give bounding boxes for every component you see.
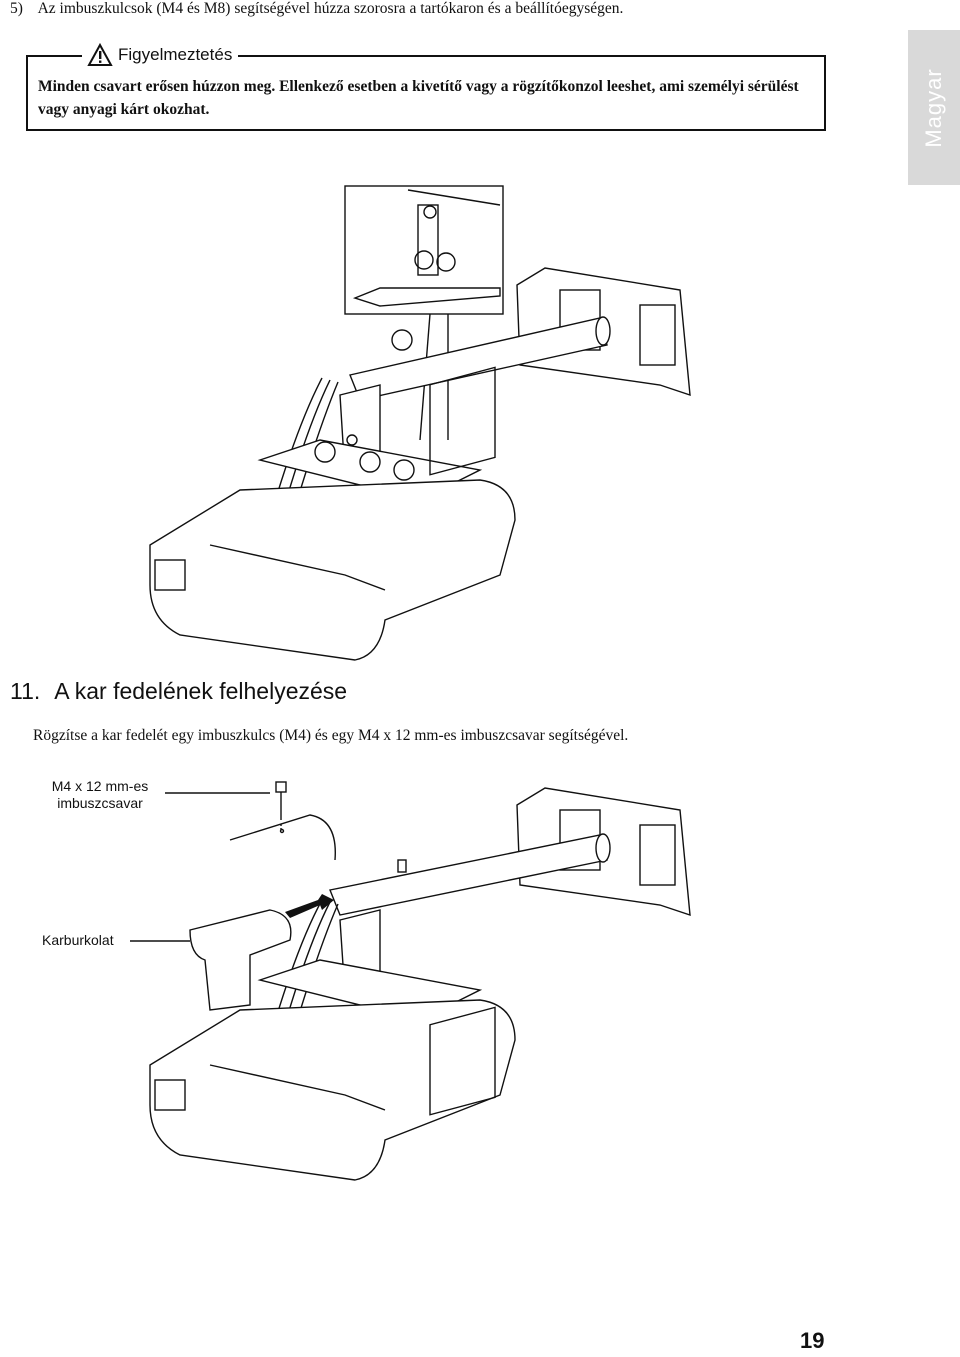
warning-box — [26, 55, 826, 131]
language-tab: Magyar — [908, 30, 960, 185]
projector-body-2 — [149, 999, 516, 1181]
warning-text: Minden csavart erősen húzzon meg. Ellenk… — [38, 78, 799, 118]
projector-body — [149, 479, 516, 661]
insert-arrow-icon — [285, 894, 334, 918]
figure-arm-cover — [130, 781, 691, 1181]
cover-label: Karburkolat — [42, 932, 114, 948]
figure-mount-tightening — [149, 185, 691, 661]
screw-label: M4 x 12 mm-es imbuszcsavar — [51, 778, 149, 811]
page-number: 19 — [800, 1328, 825, 1353]
section-title: A kar fedelének felhelyezése — [54, 678, 348, 704]
warning-triangle-icon — [87, 42, 113, 66]
step-5-text: 5) Az imbuszkulcsok (M4 és M8) segítségé… — [10, 0, 623, 18]
warning-heading: Figyelmeztetés — [82, 42, 239, 66]
step-text: Az imbuszkulcsok (M4 és M8) segítségével… — [37, 0, 624, 17]
section-11-heading: 11. A kar fedelének felhelyezése — [10, 678, 347, 705]
arm-cover — [189, 909, 292, 1011]
section-11-body: Rögzítse a kar fedelét egy imbuszkulcs (… — [33, 727, 629, 744]
warning-title: Figyelmeztetés — [118, 45, 233, 64]
step-number: 5) — [10, 0, 23, 17]
section-number: 11. — [10, 678, 41, 704]
